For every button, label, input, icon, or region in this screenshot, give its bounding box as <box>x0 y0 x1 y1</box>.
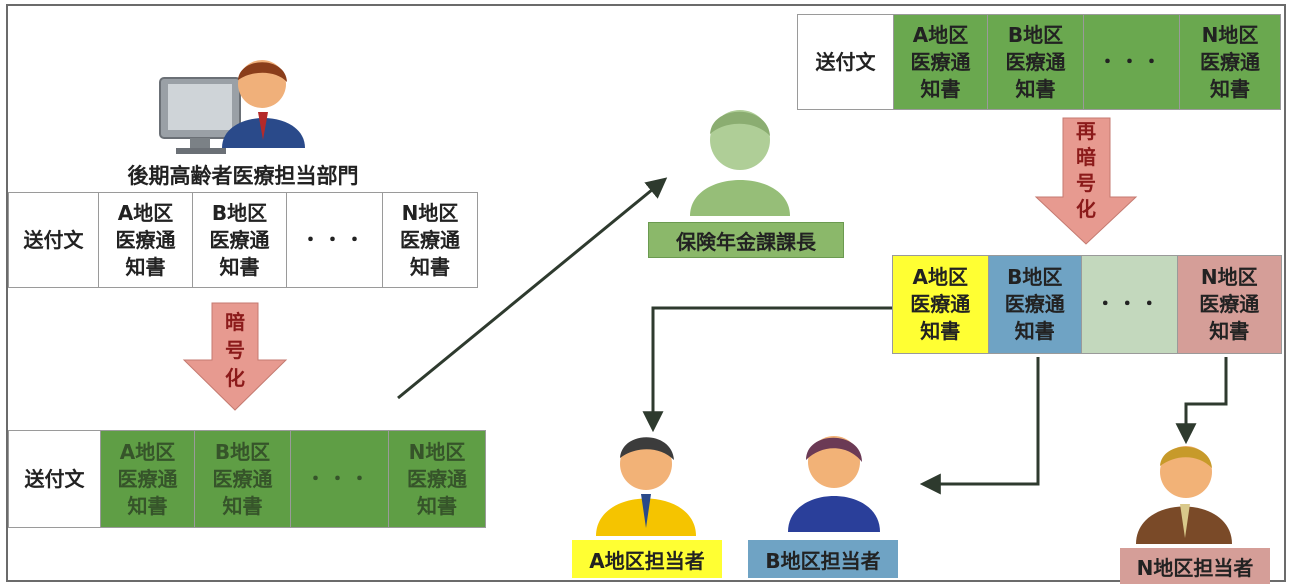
received-notice-b-cell: B地区 医療通 知書 <box>988 15 1084 109</box>
department-person-icon <box>159 60 305 154</box>
encrypted-notice-a-cell: A地区 医療通 知書 <box>101 431 195 527</box>
person-a-label: A地区担当者 <box>572 540 722 578</box>
reencrypted-notice-a-cell: A地区 医療通 知書 <box>893 256 989 353</box>
to-person-b-arrow <box>919 357 1040 495</box>
reencrypted-notice-b-cell: B地区 医療通 知書 <box>988 256 1083 353</box>
to-person-a-arrow <box>642 306 892 433</box>
encrypt-arrow <box>182 302 288 411</box>
encrypted-cover-letter-cell: 送付文 <box>9 431 101 527</box>
to-manager-arrow <box>397 177 668 400</box>
reencrypted-ellipsis-cell: ・・・ <box>1082 256 1178 353</box>
notice-n-cell: N地区 医療通 知書 <box>383 193 477 287</box>
reencrypt-arrow <box>1034 117 1138 245</box>
cover-letter-cell: 送付文 <box>9 193 99 287</box>
original-documents-row: 送付文 A地区 医療通 知書 B地区 医療通 知書 ・・・ N地区 医療通 知書 <box>8 192 478 288</box>
received-ellipsis-cell: ・・・ <box>1084 15 1180 109</box>
encrypted-ellipsis-cell: ・・・ <box>291 431 389 527</box>
person-n-label: N地区担当者 <box>1120 548 1270 584</box>
encrypted-notice-b-cell: B地区 医療通 知書 <box>195 431 291 527</box>
reencrypted-notice-n-cell: N地区 医療通 知書 <box>1177 256 1282 353</box>
reencrypted-documents-row: A地区 医療通 知書 B地区 医療通 知書 ・・・ N地区 医療通 知書 <box>892 255 1282 354</box>
received-notice-a-cell: A地区 医療通 知書 <box>894 15 988 109</box>
to-person-n-arrow <box>1175 357 1228 445</box>
manager-icon <box>690 110 790 216</box>
ellipsis-cell: ・・・ <box>287 193 383 287</box>
encrypted-notice-n-cell: N地区 医療通 知書 <box>389 431 485 527</box>
received-cover-letter-cell: 送付文 <box>798 15 894 109</box>
person-b-label: B地区担当者 <box>748 540 898 578</box>
encrypt-label: 暗 号 化 <box>225 310 245 390</box>
reencrypt-label: 再 暗 号 化 <box>1076 119 1096 221</box>
encrypted-documents-row: 送付文 A地区 医療通 知書 B地区 医療通 知書 ・・・ N地区 医療通 知書 <box>8 430 486 528</box>
person-a-icon <box>596 437 696 536</box>
received-notice-n-cell: N地区 医療通 知書 <box>1180 15 1280 109</box>
received-documents-row: 送付文 A地区 医療通 知書 B地区 医療通 知書 ・・・ N地区 医療通 知書 <box>797 14 1281 110</box>
person-b-icon <box>788 436 880 532</box>
department-title: 後期高齢者医療担当部門 <box>127 164 359 188</box>
notice-a-cell: A地区 医療通 知書 <box>99 193 193 287</box>
notice-b-cell: B地区 医療通 知書 <box>193 193 287 287</box>
diagram-frame <box>6 4 1286 582</box>
manager-label: 保険年金課課長 <box>648 222 844 258</box>
person-n-icon <box>1136 446 1232 544</box>
